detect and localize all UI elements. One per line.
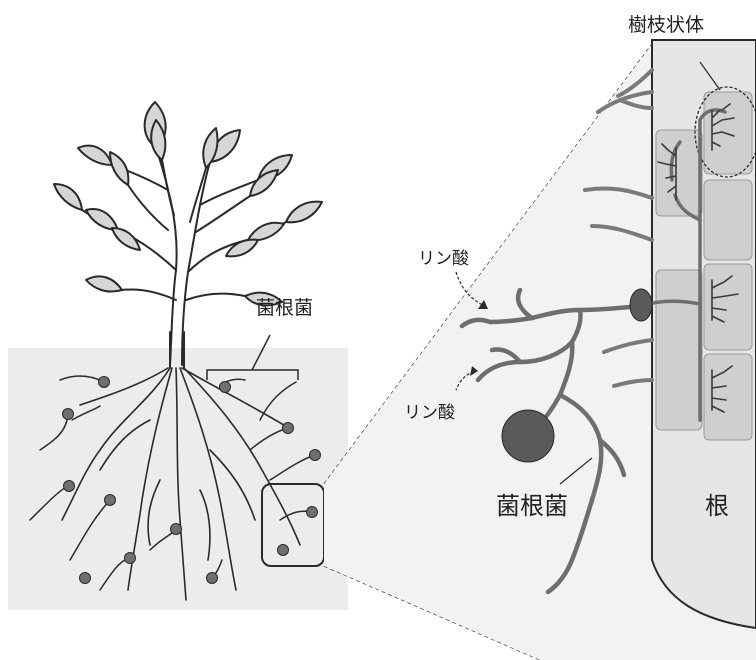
mycorrhizal-fungi-left-label: 菌根菌 (256, 293, 313, 320)
dendritic-body-label: 樹枝状体 (628, 10, 704, 37)
root-label: 根 (705, 486, 729, 521)
vesicle (630, 289, 652, 321)
phosphate-top-label: リン酸 (418, 244, 469, 269)
mycorrhizal-fungi-right-label: 菌根菌 (496, 486, 568, 521)
fungal-spore (502, 410, 554, 462)
phosphate-bottom-label: リン酸 (404, 398, 455, 423)
